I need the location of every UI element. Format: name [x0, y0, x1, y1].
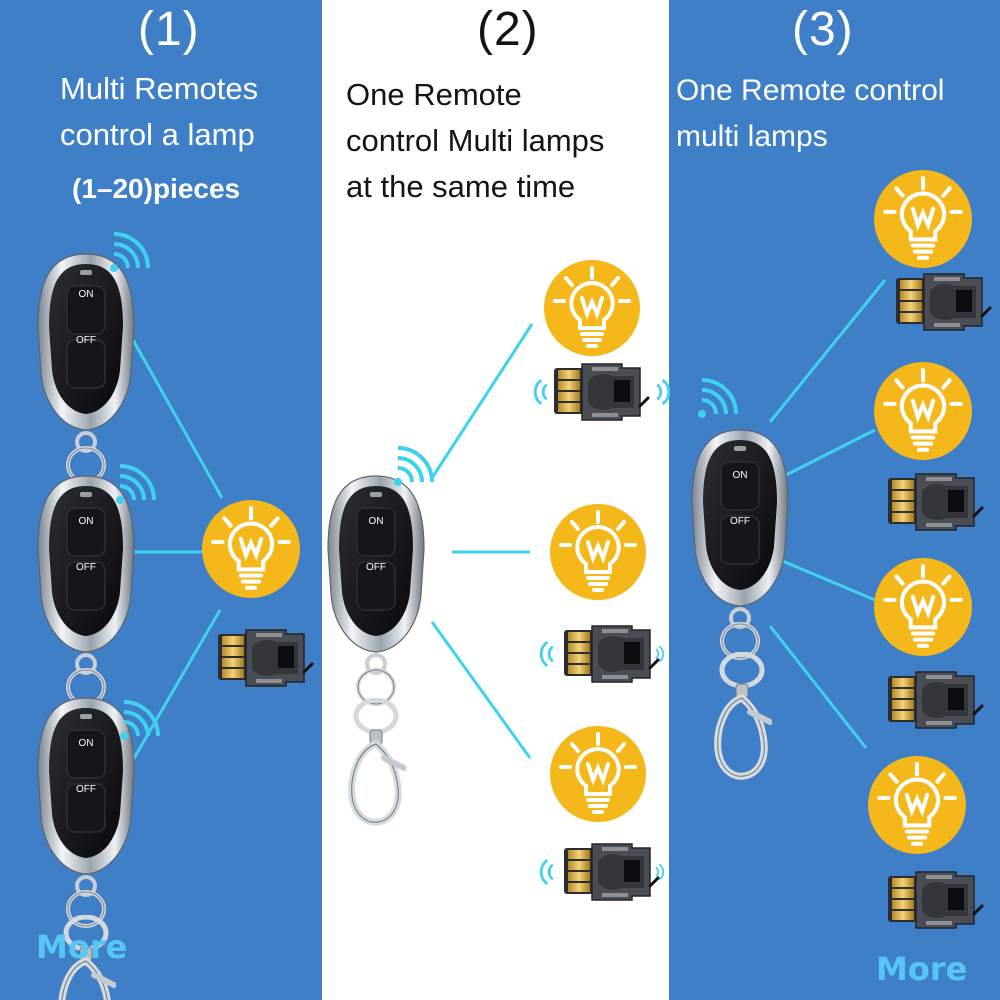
panel-3-caption: One Remote control multi lamps [676, 68, 944, 160]
bulb-icon [202, 500, 300, 598]
keychain-clasp [718, 654, 770, 776]
remote-off-label: OFF [730, 516, 750, 527]
remote-button-labels: ON OFF ON OFF ON OFF ON OFF ON OFF [76, 289, 750, 795]
signal-wave-icon [116, 464, 156, 504]
remote-on-label: ON [733, 470, 748, 481]
more-label: More [876, 950, 968, 988]
step-number-3: (3) [792, 3, 854, 56]
bulb-icon [548, 724, 648, 824]
signal-wave-icon [120, 700, 160, 740]
remote-2 [326, 474, 426, 706]
remote-on-label: ON [79, 289, 94, 300]
remote-off-label: OFF [76, 562, 96, 573]
caption-line: Multi Remotes [60, 71, 259, 106]
panel-divider [322, 0, 330, 1000]
remote-on-label: ON [79, 738, 94, 749]
signal-wave-icon [698, 378, 738, 418]
bulb-icon [868, 756, 966, 854]
signal-wave-icon [534, 378, 549, 406]
caption-line: multi lamps [676, 120, 828, 153]
quantity-note: (1–20)pieces [72, 173, 241, 204]
remote-3 [690, 428, 790, 660]
relay-module [886, 670, 984, 730]
keychain-clasp [352, 700, 404, 822]
caption-line: One Remote control [676, 74, 945, 107]
relay-module [886, 870, 984, 930]
remote-off-label: OFF [366, 562, 386, 573]
signal-wave-icon [110, 232, 150, 272]
panel-divider [664, 0, 669, 1000]
step-number-1: (1) [138, 3, 200, 56]
bulb-icon [874, 170, 972, 268]
signal-wave-icon [540, 640, 555, 668]
remote-on-label: ON [369, 516, 384, 527]
bulb-icon [542, 258, 642, 358]
remote-1b [36, 474, 136, 706]
relay-module [894, 272, 992, 332]
relay-module [552, 362, 650, 422]
relay-module [562, 624, 660, 684]
bulb-icon [874, 558, 972, 656]
panel-1-caption: Multi Remotes control a lamp [60, 66, 258, 158]
relay-module [886, 472, 984, 532]
relay-module [562, 842, 660, 902]
remote-on-label: ON [79, 516, 94, 527]
signal-wave-icon [540, 858, 555, 886]
caption-line: at the same time [346, 169, 576, 204]
bulb-icon [874, 362, 972, 460]
bulb-icon [548, 502, 648, 602]
signal-wave-icon [394, 446, 434, 486]
panel-2-caption: One Remote control Multi lamps at the sa… [346, 72, 604, 210]
step-number-2: (2) [477, 3, 539, 56]
caption-line: One Remote [346, 77, 522, 112]
signal-wave-icon [655, 378, 670, 406]
more-label: More [36, 928, 128, 966]
remote-off-label: OFF [76, 335, 96, 346]
connection-lines [131, 279, 887, 761]
caption-line: control Multi lamps [346, 123, 605, 158]
remote-1c [36, 696, 136, 928]
caption-line: control a lamp [60, 117, 255, 152]
remote-off-label: OFF [76, 784, 96, 795]
relay-module [216, 628, 314, 688]
